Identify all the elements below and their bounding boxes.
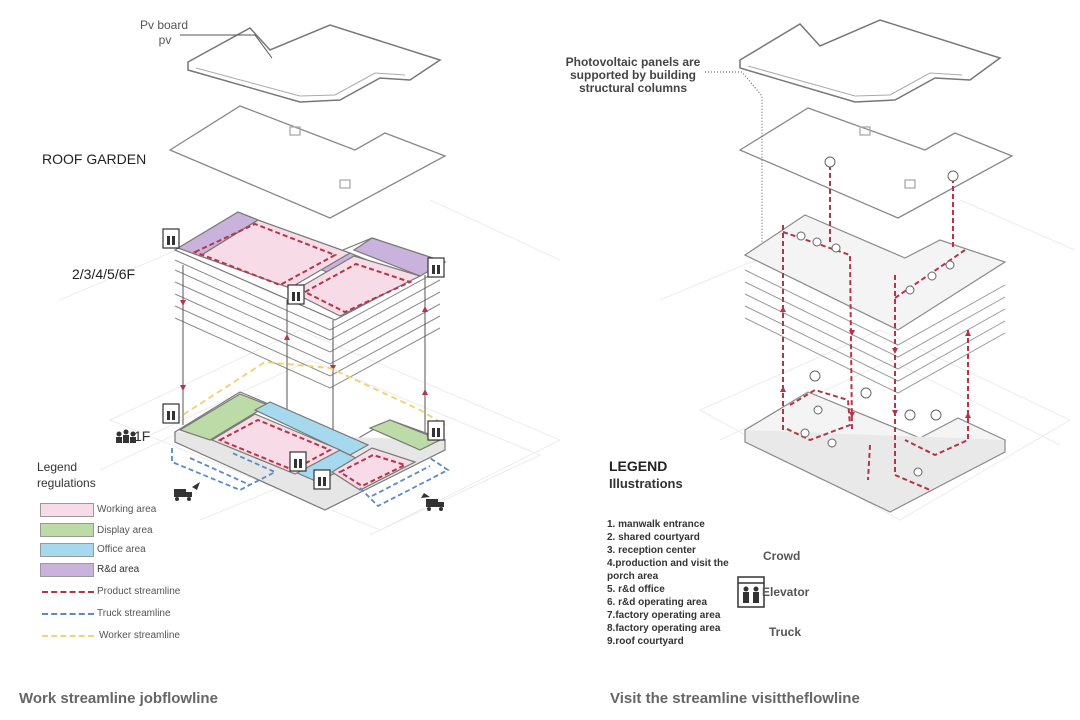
illustrations-list: 1. manwalk entrance 2. shared courtyard …	[607, 518, 729, 648]
illustration-item: 5. r&d office	[607, 584, 665, 595]
left-legend-title-line1: Legend	[37, 460, 78, 474]
symbol-truck-label: Truck	[769, 625, 802, 639]
illustration-item: 2. shared courtyard	[607, 532, 700, 543]
legend-label-truck: Truck streamline	[97, 608, 171, 619]
pv-leader-line	[180, 34, 273, 59]
pv-note-leader	[705, 71, 763, 250]
illustration-item: 1. manwalk entrance	[607, 519, 705, 530]
left-roof-slab	[168, 105, 447, 219]
left-truck-icons	[174, 482, 444, 511]
roof-garden-label: ROOF GARDEN	[42, 151, 147, 167]
worker-streamline-path	[174, 360, 446, 426]
left-upper-product-loops	[192, 222, 413, 314]
left-pv-board	[187, 24, 442, 103]
left-caption: Work streamline jobflowline	[19, 690, 218, 707]
illustration-item: 6. r&d operating area	[607, 597, 708, 608]
left-legend-title: Legend regulations	[37, 459, 96, 491]
right-legend-title: LEGEND	[609, 458, 668, 474]
illustration-item: 4.production and visit the	[607, 558, 729, 569]
right-arrows	[780, 306, 971, 418]
legend-label-worker: Worker streamline	[99, 630, 180, 641]
right-ground-floor	[743, 391, 1007, 513]
pv-board-label-line2: pv	[158, 33, 172, 47]
pv-note-line2: supported by building	[570, 68, 696, 82]
legend-swatch-working	[40, 503, 94, 517]
legend-line-product	[42, 591, 94, 593]
illustration-item: 9.roof courtyard	[607, 636, 684, 647]
left-elevator-people	[167, 236, 440, 486]
right-upper-floor	[743, 214, 1007, 331]
legend-label-office: Office area	[97, 544, 146, 555]
left-ground-product-loops	[217, 418, 408, 488]
right-elevator-symbol	[737, 576, 765, 608]
legend-line-worker	[42, 635, 94, 637]
right-caption: Visit the streamline visittheflowline	[610, 690, 860, 707]
illustration-item: porch area	[607, 571, 659, 582]
illustration-item: 7.factory operating area	[607, 610, 721, 621]
legend-label-product: Product streamline	[97, 586, 181, 597]
right-number-markers	[796, 156, 959, 477]
legend-label-rnd: R&d area	[97, 564, 140, 575]
illustration-item: 3. reception center	[607, 545, 696, 556]
symbol-elevator-label: Elevator	[762, 585, 810, 599]
legend-swatch-display	[40, 523, 94, 537]
pv-note-line1: Photovoltaic panels are	[565, 55, 701, 69]
legend-swatch-office	[40, 543, 94, 557]
pv-board-label: Pv board pv	[140, 18, 188, 48]
legend-line-truck	[42, 613, 94, 615]
pv-note-line3: structural columns	[578, 81, 688, 95]
right-elevator-people	[743, 586, 759, 603]
left-crowd-icon	[116, 429, 136, 443]
right-pv-board	[739, 19, 1002, 103]
ground-floor-label: 1F	[134, 428, 151, 444]
illustration-item: 8.factory operating area	[607, 623, 721, 634]
pv-note: Photovoltaic panels are supported by bui…	[560, 56, 706, 95]
left-legend-title-line2: regulations	[37, 476, 96, 490]
right-floors-stack	[744, 269, 1006, 394]
right-roof-slab	[738, 107, 1014, 219]
floors-label: 2/3/4/5/6F	[72, 266, 136, 282]
legend-label-display: Display area	[97, 525, 153, 536]
legend-swatch-rnd	[40, 563, 94, 577]
left-upper-floor	[173, 211, 447, 321]
pv-board-label-line1: Pv board	[140, 18, 189, 32]
legend-label-working: Working area	[97, 504, 157, 515]
left-floors-stack	[174, 259, 441, 389]
left-ground-floor	[173, 391, 447, 511]
left-truck-streamline	[171, 448, 450, 508]
right-legend-subtitle: Illustrations	[609, 476, 683, 491]
symbol-crowd-label: Crowd	[763, 549, 801, 563]
